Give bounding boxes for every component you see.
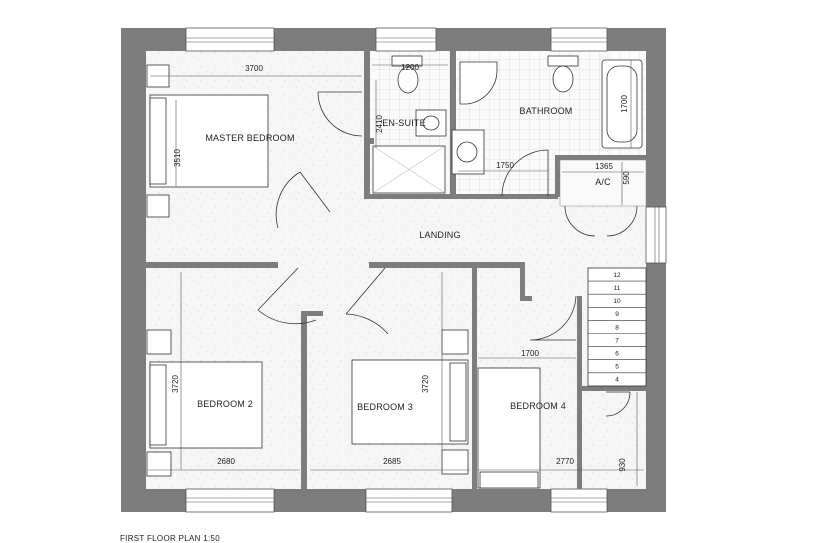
stair-step-number: 11 bbox=[614, 285, 621, 292]
door-bed4 bbox=[529, 295, 577, 341]
staircase: 12 11 10 9 8 7 6 5 4 bbox=[587, 267, 647, 387]
dim-bath-length: 1700 bbox=[620, 95, 629, 113]
dim-bed4-width: 2770 bbox=[556, 457, 574, 466]
ensuite-fixtures bbox=[372, 55, 447, 194]
window-master bbox=[185, 27, 275, 52]
dim-ac-width: 1365 bbox=[595, 162, 613, 171]
internal-walls bbox=[146, 51, 646, 489]
stair-step-number: 7 bbox=[615, 337, 619, 344]
stair-step-number: 6 bbox=[615, 350, 619, 357]
door-bed3 bbox=[345, 267, 389, 335]
bed4-furniture bbox=[477, 367, 541, 489]
stair-step-number: 9 bbox=[615, 311, 619, 318]
door-swings bbox=[257, 91, 638, 417]
dim-bathroom-door: 1750 bbox=[496, 161, 514, 170]
label-bedroom-2: BEDROOM 2 bbox=[197, 399, 253, 409]
door-landing-master bbox=[275, 171, 331, 229]
window-bathroom bbox=[550, 27, 608, 52]
dim-bed4-depth: 1700 bbox=[521, 349, 539, 358]
window-bed4 bbox=[550, 488, 608, 513]
dim-master-depth: 3510 bbox=[173, 149, 182, 167]
stair-step-number: 5 bbox=[615, 364, 619, 371]
window-landing bbox=[645, 206, 667, 264]
dim-ac-depth: 590 bbox=[622, 171, 631, 185]
window-ensuite bbox=[375, 27, 437, 52]
window-bed2 bbox=[185, 488, 275, 513]
door-cupboard bbox=[605, 391, 631, 417]
stair-step-number: 8 bbox=[615, 324, 619, 331]
dim-ensuite-depth: 2410 bbox=[375, 115, 384, 133]
bathroom-fixtures bbox=[451, 55, 643, 175]
dim-bed2-depth: 3720 bbox=[171, 375, 180, 393]
door-master bbox=[317, 91, 363, 137]
window-glazing-lines bbox=[186, 37, 660, 503]
dimension-labels: 3700 3510 1200 2410 1700 1750 1365 590 3… bbox=[171, 63, 631, 472]
label-en-suite: EN-SUITE bbox=[382, 118, 426, 128]
label-bathroom: BATHROOM bbox=[520, 106, 573, 116]
door-ac bbox=[564, 205, 638, 237]
bed3-furniture bbox=[351, 329, 469, 475]
door-bathroom bbox=[501, 149, 549, 197]
dim-cupboard: 930 bbox=[618, 458, 627, 472]
label-bedroom-4: BEDROOM 4 bbox=[510, 401, 566, 411]
stair-step-number: 12 bbox=[613, 272, 621, 279]
label-bedroom-3: BEDROOM 3 bbox=[357, 402, 413, 412]
label-landing: LANDING bbox=[419, 230, 460, 240]
dim-bed3-depth: 3720 bbox=[421, 375, 430, 393]
ac-cupboard bbox=[559, 159, 647, 207]
stair-step-number: 10 bbox=[613, 298, 621, 305]
bed2-furniture bbox=[146, 329, 263, 477]
window-bed3 bbox=[365, 488, 453, 513]
windows bbox=[185, 27, 667, 513]
label-master-bedroom: MASTER BEDROOM bbox=[205, 133, 294, 143]
label-ac: A/C bbox=[595, 177, 611, 187]
dim-bed2-width: 2680 bbox=[217, 457, 235, 466]
plan-caption: FIRST FLOOR PLAN 1:50 bbox=[120, 534, 220, 543]
dim-master-width: 3700 bbox=[245, 64, 263, 73]
dim-bed3-width: 2685 bbox=[383, 457, 401, 466]
master-bed bbox=[146, 64, 269, 218]
room-labels: MASTER BEDROOM EN-SUITE BATHROOM LANDING… bbox=[197, 106, 611, 412]
dim-ensuite-width: 1200 bbox=[401, 63, 419, 72]
dimension-lines bbox=[148, 60, 644, 486]
door-bed2 bbox=[257, 267, 317, 325]
stair-step-number: 4 bbox=[615, 377, 619, 384]
